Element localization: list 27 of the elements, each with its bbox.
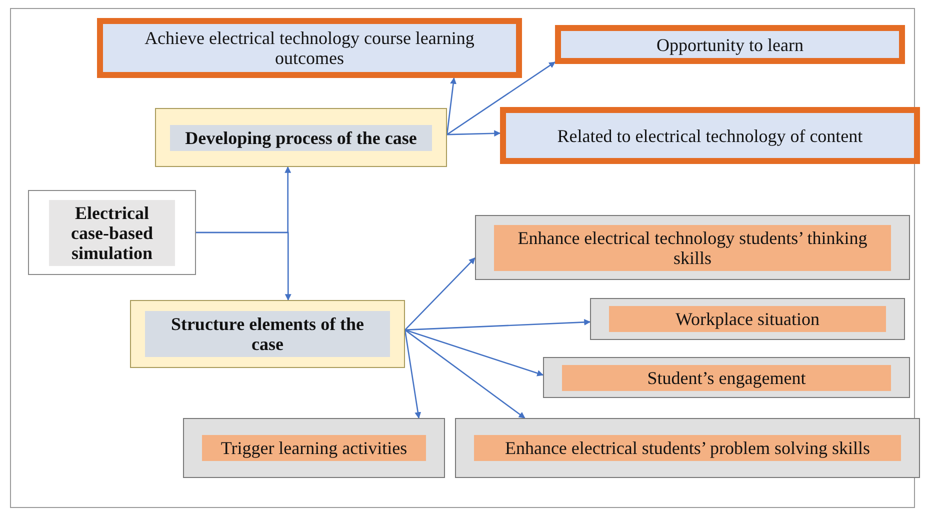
process-box bbox=[28, 190, 196, 275]
process-box bbox=[555, 25, 905, 64]
process-box bbox=[543, 357, 910, 398]
box-label: Workplace situation bbox=[609, 306, 886, 332]
process-box bbox=[455, 418, 920, 478]
process-box bbox=[475, 215, 910, 280]
arrow bbox=[196, 232, 292, 301]
box-label: Enhance electrical technology students’ thinking skills bbox=[494, 224, 891, 270]
arrow bbox=[404, 318, 591, 331]
arrow bbox=[446, 62, 556, 136]
arrow bbox=[404, 257, 476, 330]
box-label: Structure elements of the case bbox=[145, 311, 390, 357]
arrow bbox=[404, 329, 544, 376]
box-label: Student’s engagement bbox=[562, 364, 891, 390]
process-box bbox=[500, 107, 920, 164]
process-box bbox=[97, 18, 522, 78]
arrow bbox=[404, 329, 526, 419]
process-box bbox=[155, 108, 447, 167]
box-label: Enhance electrical students’ problem solving skills bbox=[474, 435, 901, 461]
box-label: Electrical case-based simulation bbox=[49, 200, 175, 266]
box-label: Developing process of the case bbox=[170, 124, 432, 150]
process-box bbox=[183, 418, 445, 478]
process-box bbox=[590, 298, 905, 340]
box-label: Trigger learning activities bbox=[202, 435, 426, 461]
arrow bbox=[446, 130, 501, 137]
process-box bbox=[130, 300, 405, 368]
arrow bbox=[404, 330, 422, 419]
